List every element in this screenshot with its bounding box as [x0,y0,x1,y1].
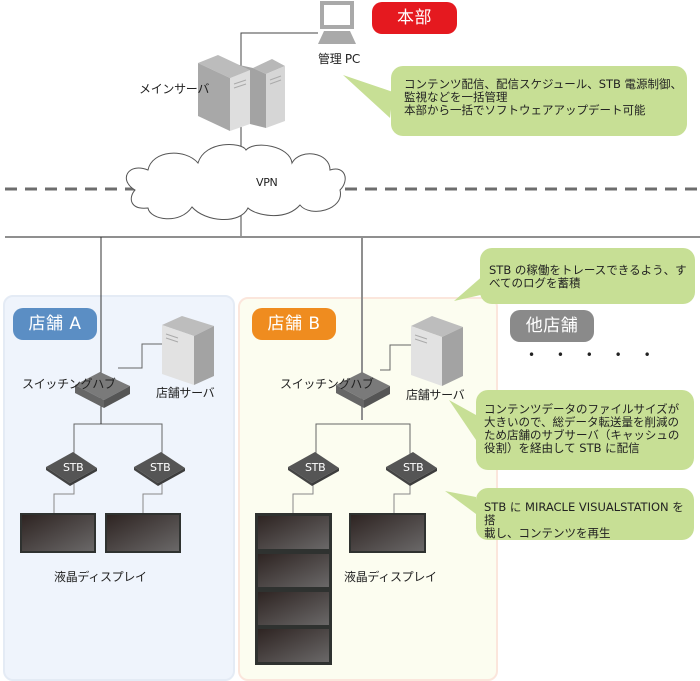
stb-icon [386,452,437,486]
store-a-server-icon [162,316,214,385]
cache-callout: コンテンツデータのファイルサイズが 大きいので、総データ転送量を削減の ため店舗… [476,390,694,470]
store-a-hub-label: スイッチングハブ [22,377,116,391]
callout-pointer [445,491,476,514]
lcd-video-wall-icon [255,513,332,665]
store-a-stb-label: STB [63,461,84,474]
store-b-stb-label: STB [403,461,424,474]
store-a-hub-icon [75,372,130,408]
store-a-display-label: 液晶ディスプレイ [54,570,147,584]
main-server-label: メインサーバ [139,82,210,96]
store-a-server-label: 店舗サーバ [156,386,215,400]
lcd-display-icon [105,513,181,553]
store-a-tag: 店舗 A [13,308,97,340]
stb-icon [134,452,185,486]
hq-callout-text: コンテンツ配信、配信スケジュール、STB 電源制御、 監視などを一括管理 本部か… [404,77,683,117]
store-b-hub-server-line [380,344,411,371]
store-a-stb-label: STB [150,461,171,474]
lcd-display-icon [20,513,96,553]
store-b-hub-icon [336,372,390,408]
store-a-stb-bus [73,423,163,457]
store-b-server-icon [411,316,463,386]
vpn-label: VPN [256,176,278,189]
vpn-cloud [125,144,346,221]
store-b-display-label: 液晶ディスプレイ [344,570,437,584]
callout-pointer [454,274,485,301]
store-a-hub-server-line [118,343,162,369]
stb-icon [46,452,97,486]
hq-callout: コンテンツ配信、配信スケジュール、STB 電源制御、 監視などを一括管理 本部か… [391,66,687,136]
store-b-tag: 店舗 B [252,308,336,340]
stb-icon [288,452,339,486]
store-b-stb-bus [315,423,411,457]
main-server-icon [198,55,285,131]
other-stores-ellipsis: • • • • • [528,348,660,362]
store-b-server-label: 店舗サーバ [406,388,465,402]
store-b-hub-label: スイッチングハブ [280,377,374,391]
callout-pointer [343,75,393,118]
server-log-callout: STB の稼働をトレースできるよう、す べてのログを蓄積 [480,248,695,304]
other-stores-tag: 他店舗 [510,310,594,342]
cache-callout-text: コンテンツデータのファイルサイズが 大きいので、総データ転送量を削減の ため店舗… [484,402,680,455]
callout-pointer [449,400,476,440]
hq-tag: 本部 [372,2,457,34]
server-log-callout-text: STB の稼働をトレースできるよう、す べてのログを蓄積 [489,263,687,290]
store-b-stb-label: STB [305,461,326,474]
stb-player-callout-text: STB に MIRACLE VISUALSTATION を搭 載し、コンテンツを… [484,500,684,540]
admin-pc-label: 管理 PC [318,52,360,66]
stb-player-callout: STB に MIRACLE VISUALSTATION を搭 載し、コンテンツを… [476,488,694,540]
admin-pc-icon [318,1,356,44]
lcd-display-icon [349,513,426,553]
